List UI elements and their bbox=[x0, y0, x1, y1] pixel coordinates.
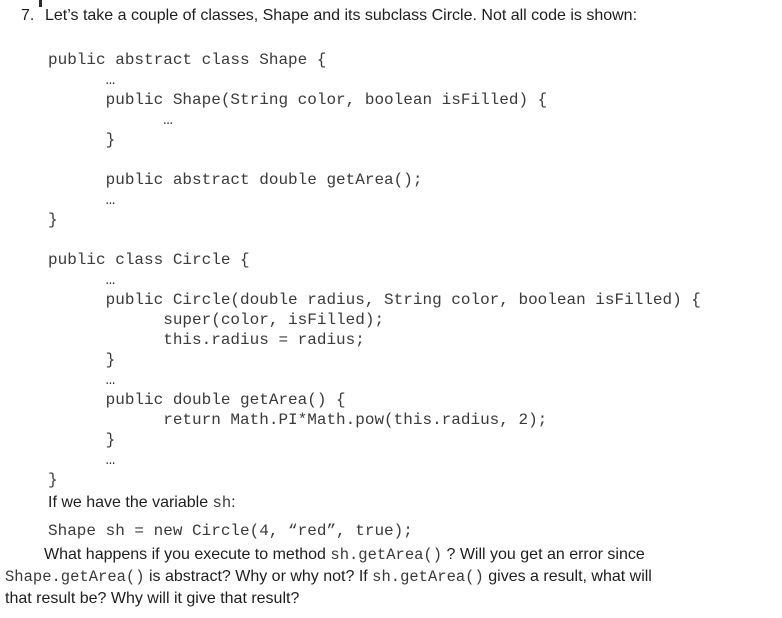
code-block: public abstract class Shape { … public S… bbox=[48, 50, 701, 490]
question-number: 7. bbox=[21, 7, 35, 24]
code-line: } bbox=[48, 431, 116, 449]
code-line: … bbox=[48, 71, 116, 89]
code-line bbox=[48, 230, 701, 250]
question-paragraph: What happens if you execute to method sh… bbox=[5, 544, 779, 610]
paragraph-line: that result be? Why will it give that re… bbox=[5, 588, 779, 610]
code-line: super(color, isFilled); bbox=[48, 311, 385, 329]
code-line: } bbox=[48, 351, 116, 369]
variable-sentence-text: If we have the variable bbox=[48, 494, 213, 511]
inline-code-sh-getarea: sh.getArea() bbox=[372, 568, 484, 586]
code-line: public double getArea() { bbox=[48, 391, 346, 409]
code-line: } bbox=[48, 211, 58, 229]
paragraph-text: ? Will you get an error since bbox=[442, 546, 645, 563]
code-line: this.radius = radius; bbox=[48, 331, 365, 349]
question-heading: 7. Let’s take a couple of classes, Shape … bbox=[21, 6, 637, 26]
code-line: … bbox=[48, 271, 116, 289]
code-line: … bbox=[48, 191, 116, 209]
code-line: return Math.PI*Math.pow(this.radius, 2); bbox=[48, 411, 548, 429]
question-text: Let’s take a couple of classes, Shape an… bbox=[45, 7, 638, 24]
inline-code-shape-getarea: Shape.getArea() bbox=[5, 568, 145, 586]
paragraph-text: is abstract? Why or why not? If bbox=[144, 568, 373, 585]
code-line: … bbox=[48, 111, 173, 129]
code-line bbox=[48, 150, 701, 170]
code-line: public Circle(double radius, String colo… bbox=[48, 291, 701, 309]
paragraph-text: What happens if you execute to method bbox=[44, 546, 331, 563]
code-line: public Shape(String color, boolean isFil… bbox=[48, 91, 548, 109]
declaration-code: Shape sh = new Circle(4, “red”, true); bbox=[48, 522, 413, 540]
code-line: public class Circle { bbox=[48, 251, 250, 269]
paragraph-line: Shape.getArea() is abstract? Why or why … bbox=[5, 566, 779, 588]
code-line: … bbox=[48, 451, 116, 469]
code-line: … bbox=[48, 371, 116, 389]
code-line: public abstract double getArea(); bbox=[48, 171, 423, 189]
code-line: } bbox=[48, 471, 58, 489]
inline-code-sh-getarea: sh.getArea() bbox=[330, 546, 443, 564]
stray-cropped-mark bbox=[39, 0, 42, 7]
inline-code-sh: sh bbox=[212, 494, 232, 512]
paragraph-text: that result be? Why will it give that re… bbox=[5, 590, 300, 607]
paragraph-line: What happens if you execute to method sh… bbox=[5, 544, 779, 566]
variable-sentence: If we have the variable sh: bbox=[48, 493, 236, 513]
paragraph-text: gives a result, what will bbox=[483, 568, 652, 585]
code-line: } bbox=[48, 131, 116, 149]
variable-sentence-colon: : bbox=[231, 494, 236, 511]
code-line: public abstract class Shape { bbox=[48, 51, 327, 69]
